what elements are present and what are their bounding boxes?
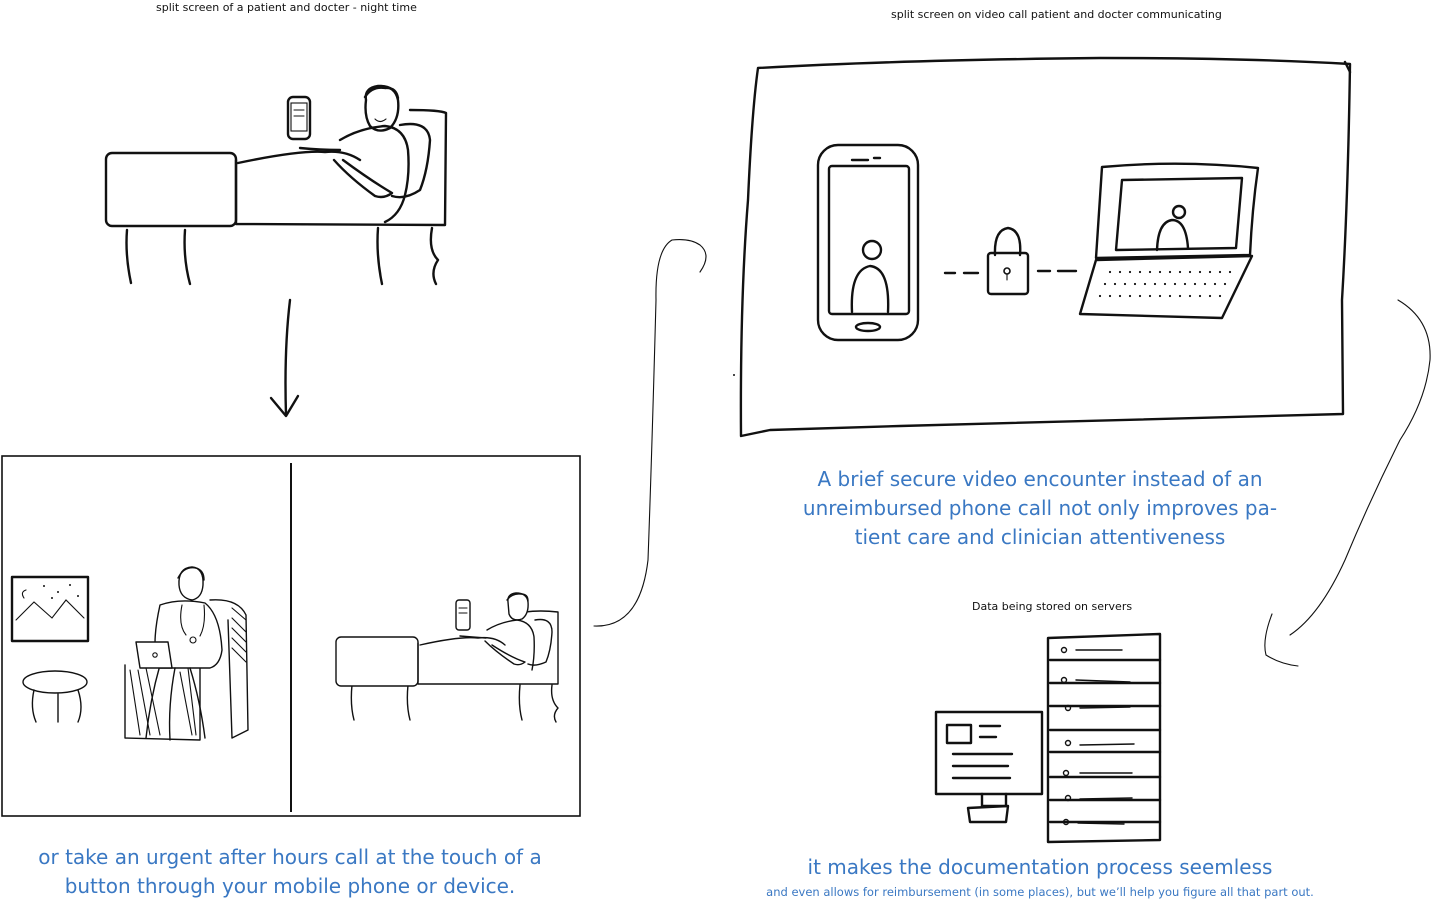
laptop-icon — [1078, 162, 1260, 320]
lock-icon — [943, 226, 1078, 296]
patient-in-bed-small-illustration — [335, 592, 559, 723]
video-call-panel — [733, 56, 1352, 438]
caption-reimbursement: and even allows for reimbursement (in so… — [766, 885, 1314, 899]
caption-right-line-2: unreimbursed phone call not only improve… — [802, 496, 1278, 520]
connector-curve-right — [1289, 299, 1431, 636]
caption-left-line-1: or take an urgent after hours call at th… — [38, 845, 542, 869]
caption-documentation: it makes the documentation process seeml… — [807, 855, 1273, 879]
caption-left-bottom: or take an urgent after hours call at th… — [20, 843, 560, 901]
caption-right-line-3: tient care and clinician attentiveness — [854, 525, 1226, 549]
split-screen-panel — [1, 455, 581, 817]
caption-right-middle: A brief secure video encounter instead o… — [770, 465, 1310, 552]
monitor-icon — [934, 710, 1044, 824]
patient-in-bed-illustration — [104, 84, 448, 286]
connector-arrowhead — [1264, 613, 1299, 667]
caption-right-line-1: A brief secure video encounter instead o… — [817, 467, 1263, 491]
doctor-in-chair-illustration — [10, 566, 249, 741]
label-top-right: split screen on video call patient and d… — [891, 8, 1222, 21]
caption-left-line-2: button through your mobile phone or devi… — [64, 874, 516, 898]
server-rack-icon — [1046, 632, 1162, 844]
label-servers: Data being stored on servers — [972, 600, 1133, 613]
connector-curve-left — [593, 239, 707, 627]
phone-icon — [816, 143, 920, 342]
label-top-left: split screen of a patient and docter - n… — [156, 1, 417, 14]
arrow-down-icon — [269, 298, 300, 418]
